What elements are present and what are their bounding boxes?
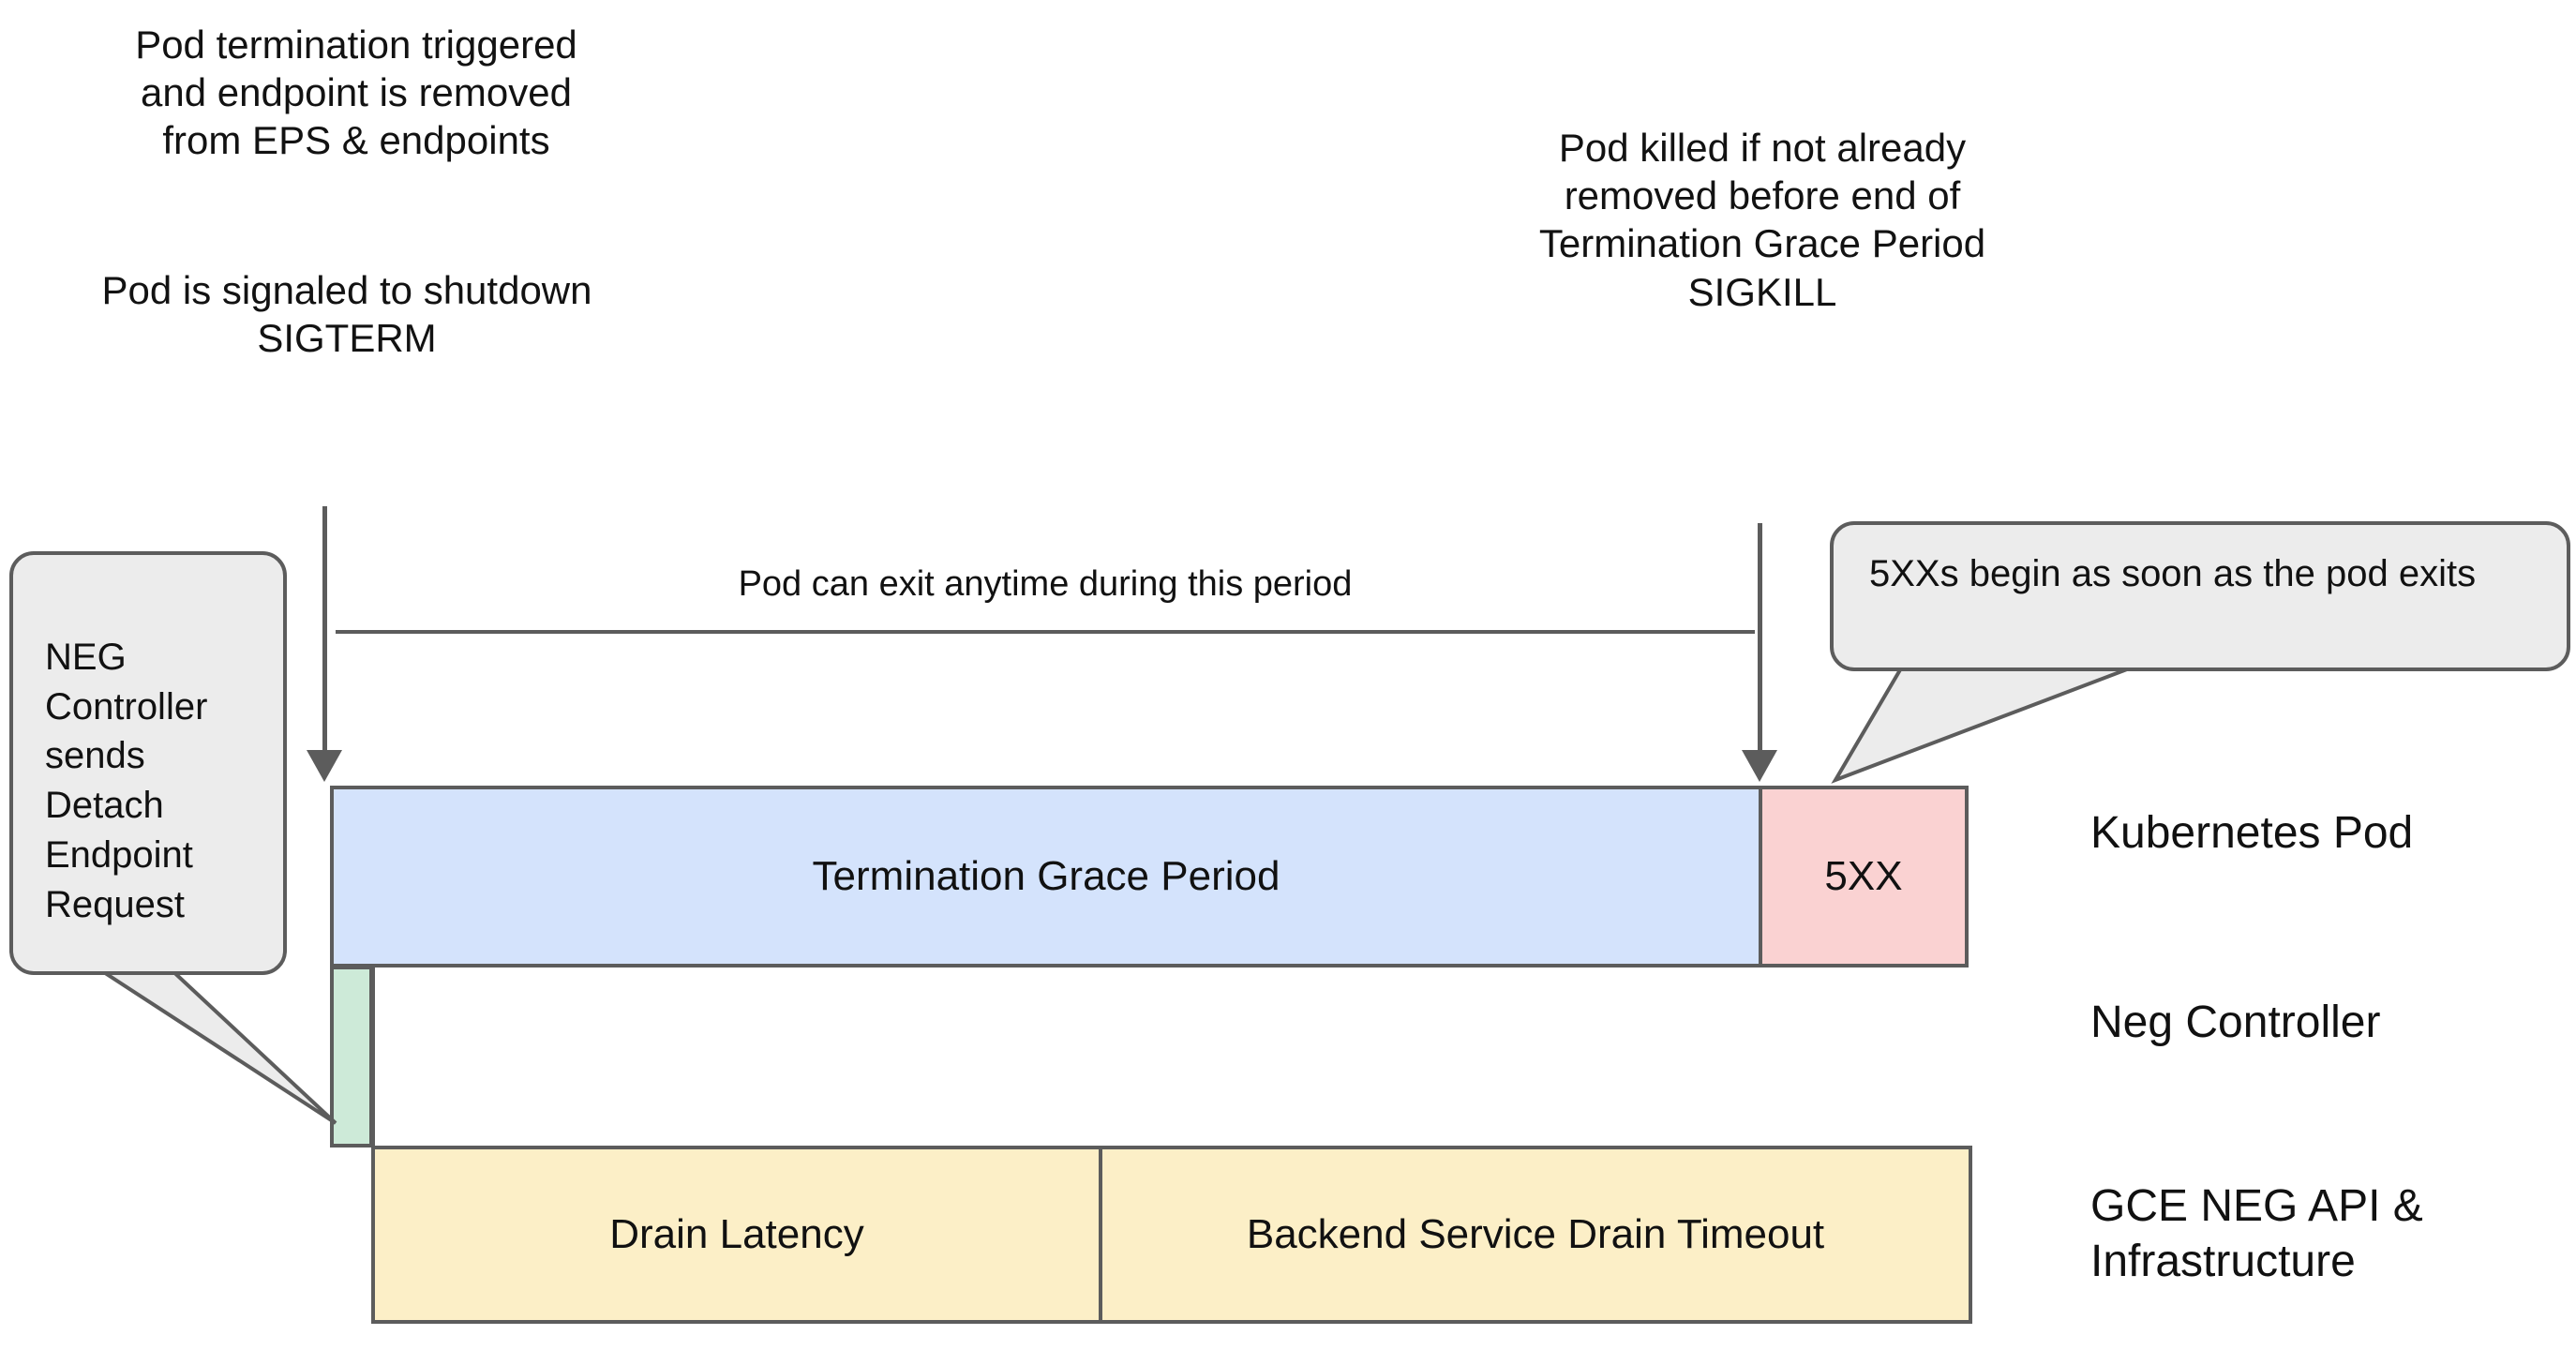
note-pod-killed-sigkill: Pod killed if not already removed before… xyxy=(1538,126,1986,314)
span-label-pod-can-exit: Pod can exit anytime during this period xyxy=(738,564,1353,604)
five-xx-callout-tail-icon xyxy=(1831,660,2148,784)
bar-termination-grace-period[interactable]: Termination Grace Period xyxy=(330,786,1762,968)
bar-5xx[interactable]: 5XX xyxy=(1759,786,1969,968)
note-pod-signaled-shutdown: Pod is signaled to shutdown SIGTERM xyxy=(101,268,592,361)
bar-neg-detach[interactable] xyxy=(330,966,375,1148)
span-line xyxy=(336,630,1755,634)
bar-5xx-label: 5XX xyxy=(1824,853,1903,899)
bar-termination-grace-period-label: Termination Grace Period xyxy=(812,853,1281,899)
callout-5xx[interactable]: 5XXs begin as soon as the pod exits xyxy=(1830,521,2570,671)
bar-drain-latency[interactable]: Drain Latency xyxy=(371,1146,1102,1324)
termination-start-arrow-stem xyxy=(322,506,327,754)
bar-drain-latency-label: Drain Latency xyxy=(609,1211,864,1257)
neg-lane-divider-line xyxy=(369,966,373,1148)
lane-label-kubernetes-pod: Kubernetes Pod xyxy=(2090,808,2414,858)
neg-callout-tail-icon xyxy=(87,964,337,1125)
termination-start-arrow-icon xyxy=(307,750,342,782)
note-pod-termination-triggered: Pod termination triggered and endpoint i… xyxy=(135,22,577,163)
bar-backend-service-drain-timeout-label: Backend Service Drain Timeout xyxy=(1246,1211,1825,1257)
termination-end-arrow-icon xyxy=(1742,750,1777,782)
bar-backend-service-drain-timeout[interactable]: Backend Service Drain Timeout xyxy=(1099,1146,1972,1324)
callout-5xx-text: 5XXs begin as soon as the pod exits xyxy=(1869,553,2477,594)
termination-end-arrow-stem xyxy=(1758,523,1762,754)
lane-label-neg-controller: Neg Controller xyxy=(2090,998,2381,1047)
lane-label-gce-neg-api: GCE NEG API & Infrastructure xyxy=(2090,1181,2423,1286)
callout-neg-controller-text: NEG Controller sends Detach Endpoint Req… xyxy=(45,636,208,925)
callout-neg-controller[interactable]: NEG Controller sends Detach Endpoint Req… xyxy=(9,551,287,975)
